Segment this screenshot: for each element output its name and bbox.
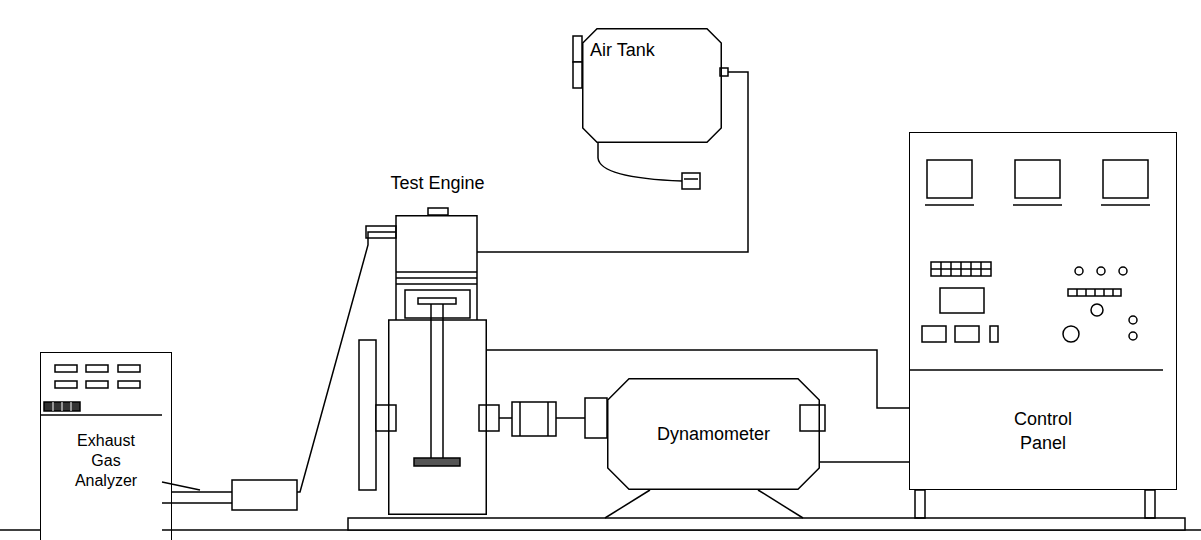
bearing-box (376, 405, 396, 431)
drain-pipe (598, 143, 682, 181)
base-plate (348, 518, 1185, 530)
dyno-leg (758, 490, 803, 518)
monitor (1015, 160, 1060, 198)
dyno-flange (585, 398, 607, 438)
exhaust-gas-analyzer-node: Exhaust Gas Analyzer (40, 352, 172, 540)
keypad (931, 262, 991, 276)
analyzer-display (118, 381, 140, 388)
panel-knob (1091, 304, 1103, 316)
node-label: Dynamometer (657, 424, 770, 445)
cylinder-cap (428, 208, 448, 215)
panel-lamp (1119, 267, 1127, 275)
connector-line (172, 232, 396, 492)
piston (405, 290, 470, 318)
monitor-stand (1013, 204, 1062, 206)
dynamometer-shape (608, 379, 820, 490)
dyno-stub (800, 405, 825, 431)
crank-pin (414, 458, 460, 466)
keypad-grid (931, 262, 991, 276)
wrist-pin (418, 298, 456, 304)
drain-valve-detail (684, 178, 698, 180)
shaft-coupling (512, 402, 556, 436)
exhaust-elbow (366, 226, 396, 238)
flywheel (359, 340, 376, 490)
coupling-detail (519, 402, 521, 436)
panel-leg (1145, 490, 1155, 518)
panel-leg (915, 490, 925, 518)
node-label: Control Panel (1014, 407, 1072, 455)
panel-button (955, 326, 979, 342)
text-group: Test Engine (390, 173, 484, 194)
node-label: Test Engine (390, 173, 484, 194)
connecting-rod (442, 304, 444, 458)
air-tank-node: Air Tank (582, 28, 722, 143)
monitor-stand (1101, 204, 1150, 206)
panel-lamp (1129, 332, 1137, 340)
sample-hose (162, 502, 232, 504)
test-engine-outline (388, 215, 487, 515)
panel-bar (1068, 289, 1121, 296)
connector-line (820, 461, 909, 463)
analyzer-display (86, 365, 108, 372)
floor-line (0, 529, 40, 531)
node-label: Exhaust Gas Analyzer (75, 431, 137, 491)
analyzer-keys-grid (53, 402, 71, 411)
text-group: Dynamometer (607, 378, 820, 490)
panel-lamp (1075, 267, 1083, 275)
panel-switch (990, 326, 998, 342)
panel-knob (1063, 326, 1079, 342)
tank-boss (573, 62, 582, 88)
test-engine-node: Test Engine (388, 215, 487, 515)
test-engine-shape (389, 216, 487, 515)
panel-display (940, 288, 984, 313)
drain-valve (682, 173, 700, 189)
dyno-leg (605, 490, 650, 518)
control-panel-node: Control Panel (909, 132, 1177, 490)
panel-button (922, 326, 946, 342)
node-label: Air Tank (590, 40, 655, 61)
connector-line (477, 72, 748, 252)
cylinder-line (396, 283, 477, 285)
dynamometer-node: Dynamometer (607, 378, 820, 490)
analyzer-divider (40, 414, 162, 416)
air-tank-shape (583, 29, 722, 143)
analyzer-display (55, 381, 77, 388)
sample-hose (162, 482, 200, 490)
muffler (232, 480, 297, 510)
text-group: Air Tank (590, 40, 655, 61)
monitor-stand (925, 204, 974, 206)
monitor (1103, 160, 1148, 198)
connecting-rod (430, 304, 432, 458)
analyzer-display (55, 365, 77, 372)
tank-boss (573, 36, 582, 62)
panel-divider (909, 369, 1163, 371)
panel-lamp (1097, 267, 1105, 275)
text-group: Exhaust Gas Analyzer (41, 431, 171, 491)
bearing-box (479, 405, 499, 431)
analyzer-display (118, 365, 140, 372)
panel-lamp (1129, 316, 1137, 324)
monitor (927, 160, 972, 198)
analyzer-keys (44, 402, 80, 411)
panel-bar-grid (1077, 289, 1113, 296)
analyzer-display (86, 381, 108, 388)
coupling-detail (547, 402, 549, 436)
cylinder-line (396, 271, 477, 273)
text-group: Control Panel (910, 371, 1176, 491)
cylinder-line (396, 277, 477, 279)
